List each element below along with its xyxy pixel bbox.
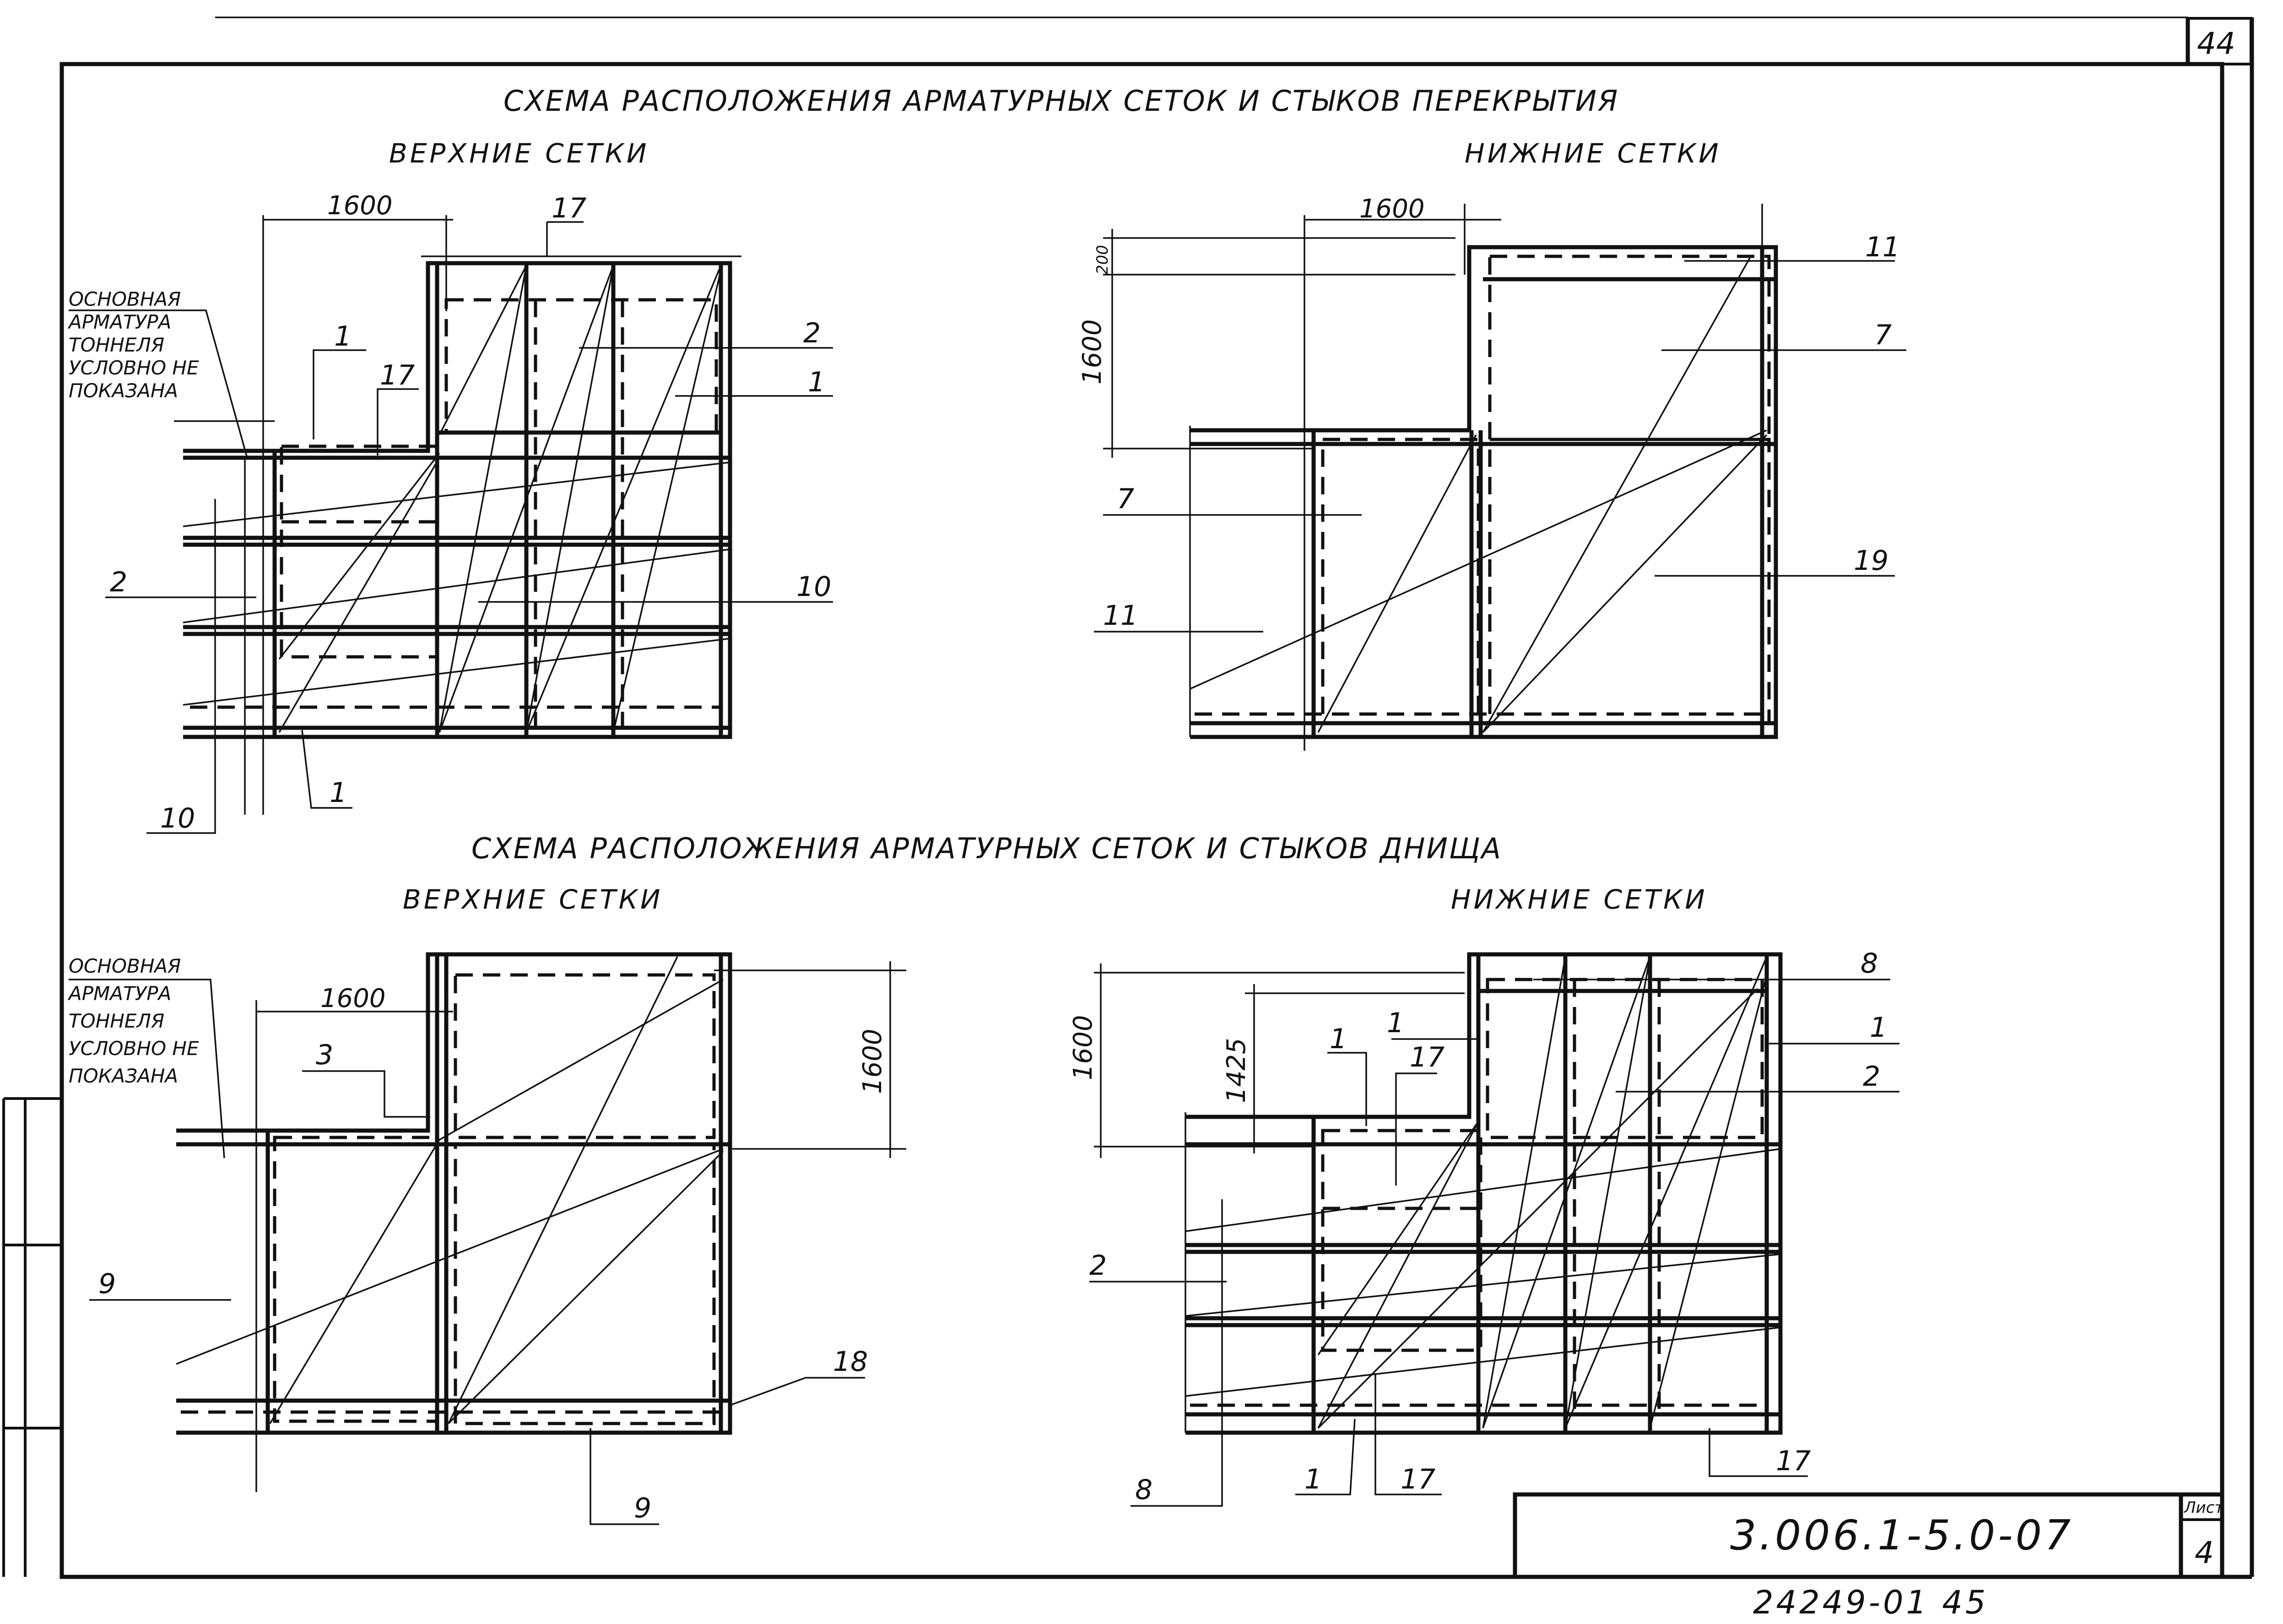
label-mark: 8 <box>1861 947 1878 980</box>
note-ceiling: ОСНОВНАЯ АРМАТУРА ТОННЕЛЯ УСЛОВНО НЕ ПОК… <box>67 288 248 458</box>
dim-1600-side: 1600 <box>1077 319 1107 384</box>
heading-floor-lower: НИЖНИЕ СЕТКИ <box>1451 884 1708 915</box>
label-mark: 1 <box>1870 1012 1887 1044</box>
label-mark: 19 <box>1854 545 1888 577</box>
note-line: ОСНОВНАЯ <box>69 288 181 310</box>
label-mark: 17 <box>1410 1041 1444 1073</box>
label-mark: 17 <box>552 192 586 224</box>
heading-ceiling-upper: ВЕРХНИЕ СЕТКИ <box>389 138 649 169</box>
note-line: ПОКАЗАНА <box>69 379 178 402</box>
label-mark: 11 <box>1865 231 1900 263</box>
label-mark: 2 <box>110 566 127 598</box>
sheet-label: Лист <box>2183 1499 2224 1517</box>
dim-1600-side: 1600 <box>1068 1015 1098 1080</box>
label-mark: 9 <box>634 1492 651 1524</box>
label-mark: 2 <box>1089 1250 1107 1282</box>
label-mark: 1 <box>330 777 347 809</box>
view-floor-lower: 1600 1425 8 1 1 17 1 2 2 8 1 17 17 <box>1068 947 1899 1507</box>
note-line: АРМАТУРА <box>67 311 171 333</box>
view-ceiling-upper: 1600 17 2 1 17 1 2 10 1 10 <box>105 191 833 834</box>
label-mark: 17 <box>1776 1445 1811 1477</box>
dim-1600-side: 1600 <box>858 1029 887 1094</box>
view-ceiling-lower: 1600 200 1600 11 7 7 19 11 <box>1077 194 1906 751</box>
title-block: 3.006.1-5.0-07 Лист 4 <box>1513 1492 2224 1579</box>
label-mark: 10 <box>160 802 195 834</box>
label-mark: 1 <box>1387 1007 1404 1039</box>
dim-200: 200 <box>1093 245 1112 275</box>
note-line: АРМАТУРА <box>67 982 171 1005</box>
label-mark: 9 <box>98 1268 116 1300</box>
title-ceiling: СХЕМА РАСПОЛОЖЕНИЯ АРМАТУРНЫХ СЕТОК И СТ… <box>503 84 1619 118</box>
label-mark: 1 <box>1330 1023 1347 1055</box>
sheet-number: 4 <box>2195 1535 2214 1570</box>
dim-1600-top: 1600 <box>320 984 386 1013</box>
label-mark: 1 <box>334 320 352 352</box>
heading-ceiling-lower: НИЖНИЕ СЕТКИ <box>1465 138 1721 169</box>
label-mark: 18 <box>833 1346 868 1378</box>
label-mark: 11 <box>1103 600 1138 632</box>
label-mark: 7 <box>1874 319 1892 351</box>
label-mark: 8 <box>1135 1474 1152 1506</box>
label-mark: 17 <box>1401 1463 1435 1495</box>
dim-1600: 1600 <box>327 191 393 221</box>
note-line: ТОННЕЛЯ <box>69 334 164 356</box>
drawing-code: 3.006.1-5.0-07 <box>1730 1511 2073 1559</box>
sheet-frame <box>2 16 2254 1579</box>
label-mark: 10 <box>796 571 831 603</box>
label-mark: 2 <box>803 317 821 349</box>
label-mark: 7 <box>1117 483 1134 515</box>
heading-floor-upper: ВЕРХНИЕ СЕТКИ <box>403 884 663 915</box>
label-mark: 17 <box>380 359 415 391</box>
dim-1600-top: 1600 <box>1359 194 1425 224</box>
dim-1425: 1425 <box>1222 1038 1251 1103</box>
label-mark: 3 <box>316 1039 333 1071</box>
note-line: ТОННЕЛЯ <box>69 1010 164 1032</box>
note-line: ПОКАЗАНА <box>69 1065 178 1087</box>
label-mark: 1 <box>808 366 825 398</box>
label-mark: 1 <box>1304 1463 1322 1495</box>
corner-number: 44 <box>2197 26 2235 61</box>
note-line: УСЛОВНО НЕ <box>69 357 199 379</box>
note-line: УСЛОВНО НЕ <box>69 1037 199 1060</box>
title-floor: СХЕМА РАСПОЛОЖЕНИЯ АРМАТУРНЫХ СЕТОК И СТ… <box>471 832 1502 865</box>
label-mark: 2 <box>1863 1061 1880 1093</box>
note-line: ОСНОВНАЯ <box>69 955 181 977</box>
archive-number: 24249-01 45 <box>1753 1584 1988 1621</box>
view-floor-upper: 1600 1600 3 9 18 9 <box>89 952 906 1525</box>
note-floor: ОСНОВНАЯ АРМАТУРА ТОННЕЛЯ УСЛОВНО НЕ ПОК… <box>67 955 225 1158</box>
